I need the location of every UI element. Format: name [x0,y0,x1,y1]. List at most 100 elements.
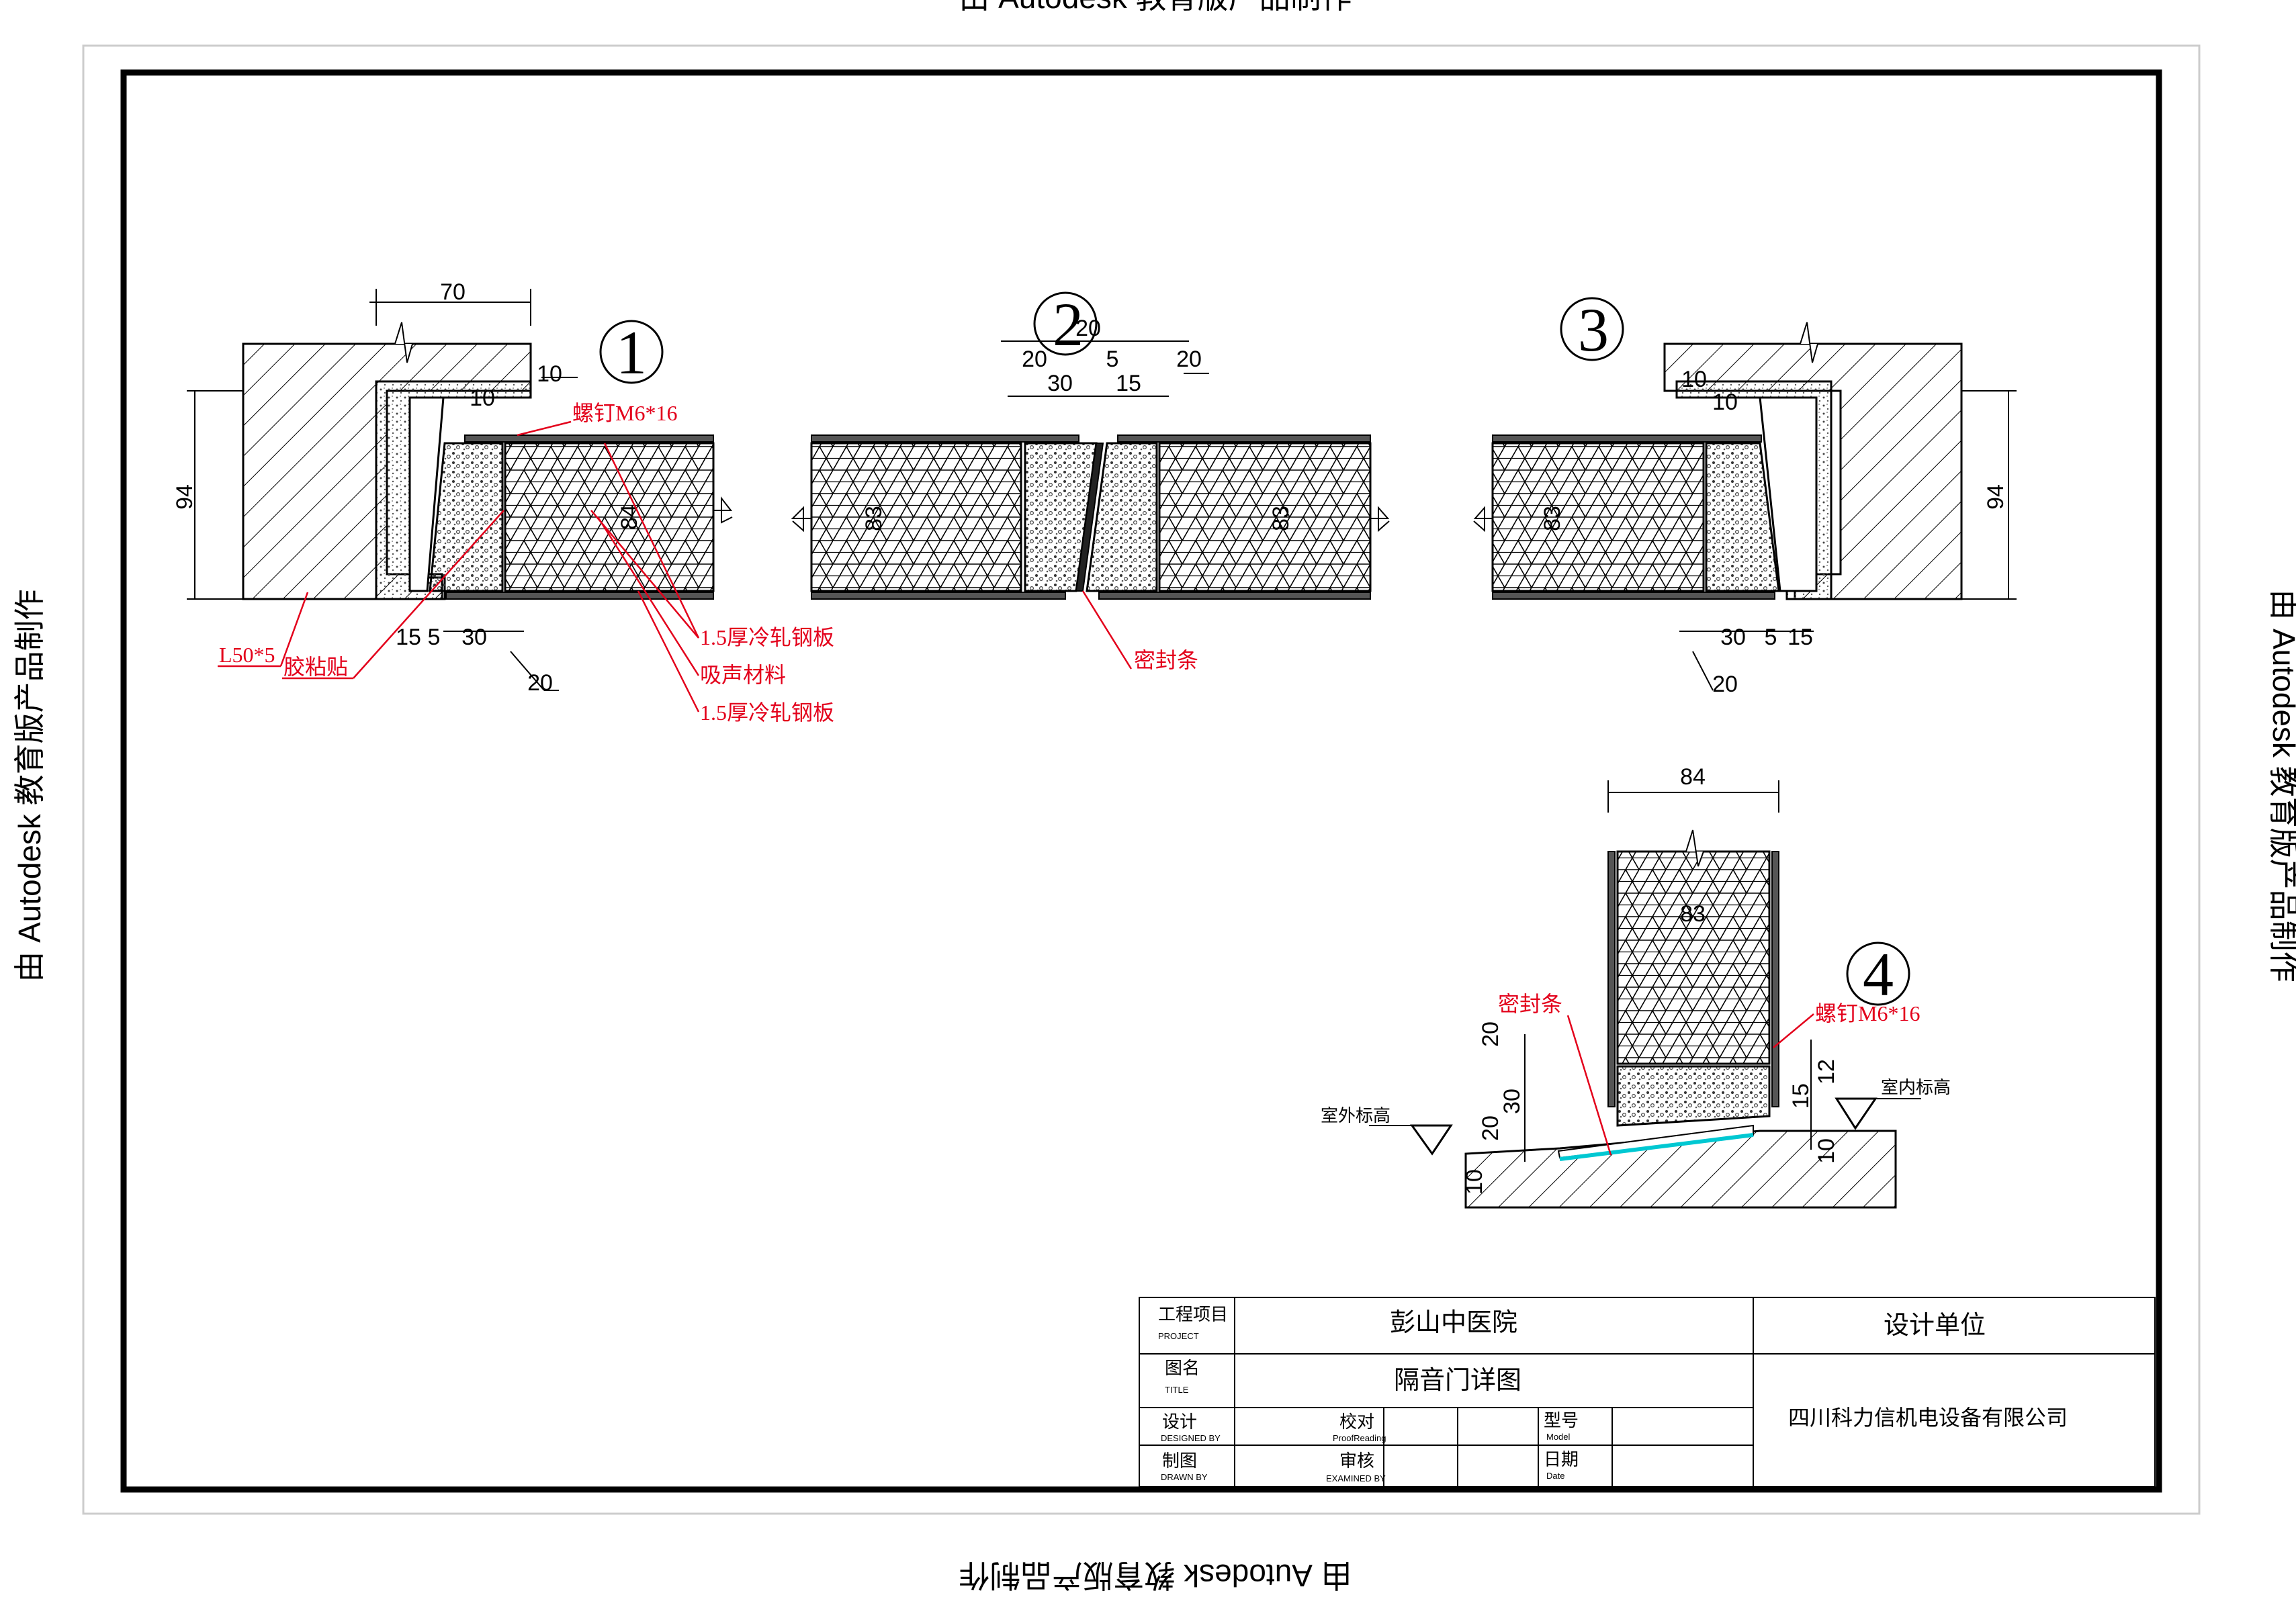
absorbent-wedge [429,442,504,592]
detail3-dims-3: 83 [1540,506,1565,531]
detail4-dims-3: 30 [1499,1089,1525,1114]
detail1-dims-8: 20 [527,670,553,696]
title_block-date_label_en: Date [1546,1471,1564,1481]
detail3-dims-0: 10 [1681,367,1707,392]
title_block-proof_label_en: ProofReading [1333,1433,1386,1443]
detail1-labels-5: 胶粘贴 [283,655,348,679]
detail3-dims-1: 10 [1712,389,1738,415]
title_block-examined_label_en: EXAMINED BY [1326,1473,1386,1483]
title-block: 工程项目 PROJECT 彭山中医院 图名 TITLE 隔音门详图 设计 DES… [1139,1297,2156,1487]
detail_numbers-0: 1 [616,318,647,387]
break-line [713,496,733,524]
detail3-dims-4: 30 [1720,625,1746,650]
detail1-dims-7: 30 [461,625,487,650]
title_block-model_label_en: Model [1546,1432,1571,1442]
title_block-examined_label: 审核 [1339,1451,1374,1471]
drawing-frame [120,69,2162,1493]
detail1-dims-6: 5 [428,625,441,650]
sound-core [1491,442,1705,592]
detail-number-4 [1846,942,1910,1006]
outdoor-level-marker [1410,1124,1453,1156]
title_block-date_label: 日期 [1544,1450,1579,1469]
detail-2: 20 20 5 20 30 15 83 83 密封条 2 [791,290,1390,672]
title_block-project_label_en: PROJECT [1158,1331,1199,1341]
outer-sheet-border [82,44,2201,1515]
title_block-drawn_label_en: DRAWN BY [1161,1472,1208,1482]
detail2-labels-0: 密封条 [1134,648,1198,672]
detail4-labels-1: 螺钉M6*16 [1815,1001,1920,1025]
title_block-model_label: 型号 [1544,1411,1579,1430]
detail4-dims-2: 20 [1478,1021,1503,1047]
steel-plate-top-right [1117,434,1371,443]
detail1-labels-0: 螺钉M6*16 [572,401,677,425]
detail-number-3 [1560,297,1624,361]
frame-plate [408,396,445,592]
detail3-dims-2: 94 [1983,484,2008,510]
design-unit-value: 四川科力信机电设备有限公司 [1788,1406,2068,1430]
title_block-designed_label: 设计 [1162,1412,1197,1432]
project-label: 工程项目 [1158,1305,1228,1324]
title_block-title_label_en: TITLE [1165,1385,1189,1395]
watermark-top: 由 Autodesk 教育版产品制作 [959,0,1352,15]
sound-core-right [1158,442,1372,592]
detail4-dims-1: 83 [1680,901,1706,927]
detail2-dims-2: 5 [1106,347,1119,372]
detail1-dims-4: 84 [617,504,642,530]
detail1-labels-4: L50*5 [219,643,275,667]
indoor-level-marker [1835,1097,1878,1130]
steel-plate-right [1771,851,1779,1107]
detail4-dims-0: 84 [1680,764,1706,790]
detail4-dims-6: 12 [1814,1059,1839,1085]
detail3-dims-5: 5 [1765,625,1777,650]
detail4-dims-8: 10 [1814,1138,1839,1164]
detail3-dims-7: 20 [1712,672,1738,697]
absorbent-right [1086,442,1158,592]
title_block-designed_label_en: DESIGNED BY [1161,1433,1221,1443]
detail1-dims-2: 10 [470,385,495,411]
leader-lines [218,420,700,713]
detail2-dims-4: 30 [1047,371,1073,396]
frame-plate [1759,396,1818,592]
watermark-left: 由 Autodesk 教育版产品制作 [12,589,47,982]
steel-plate-top [464,434,714,443]
detail-1: 70 10 10 94 84 15 5 30 20 螺钉M6*16 1.5厚冷轧… [172,279,834,725]
detail2-dims-7: 83 [1268,506,1294,531]
break-line [394,322,413,363]
detail1-dims-0: 70 [440,279,466,305]
detail1-labels-1: 1.5厚冷轧钢板 [700,625,834,649]
detail3-dims-6: 15 [1787,625,1813,650]
detail-4: 84 83 20 30 20 10 12 15 10 密封条 螺钉M6*16 室… [1321,764,1951,1209]
project-value: 彭山中医院 [1390,1309,1517,1337]
detail4-labels-3: 室内标高 [1881,1078,1951,1097]
detail2-dims-5: 15 [1116,371,1141,396]
detail1-labels-2: 吸声材料 [700,663,786,687]
absorbent [1616,1065,1771,1127]
design-unit-label: 设计单位 [1884,1312,1986,1340]
title_block-proof_label: 校对 [1339,1412,1374,1432]
detail1-labels-3: 1.5厚冷轧钢板 [700,700,834,725]
detail4-dims-5: 10 [1462,1169,1487,1195]
detail-number-2 [1033,291,1098,356]
sound-core [1616,850,1771,1065]
steel-plate-left [1607,851,1616,1107]
detail_numbers-1: 2 [1053,290,1084,359]
detail4-dims-7: 15 [1788,1083,1814,1109]
detail4-dims-4: 20 [1478,1115,1503,1141]
detail_numbers-3: 4 [1863,940,1894,1009]
absorbent-wedge [1705,442,1780,592]
title-label: 图名 [1165,1359,1200,1378]
steel-plate-top-left [811,434,1079,443]
watermark-right: 由 Autodesk 教育版产品制作 [2266,589,2296,982]
title-value: 隔音门详图 [1394,1367,1521,1395]
sound-core [504,442,715,592]
title_block-drawn_label: 制图 [1162,1451,1197,1471]
steel-plate-bottom [445,592,714,600]
detail_numbers-2: 3 [1578,295,1609,364]
watermark-bottom: 由 Autodesk 教育版产品制作 [959,1558,1352,1593]
detail-3: 10 10 94 83 30 5 15 20 3 [1473,295,2017,697]
detail-number-1 [599,320,664,384]
detail1-dims-5: 15 [396,625,421,650]
sound-core-left [810,442,1022,592]
detail2-dims-6: 83 [861,506,887,531]
